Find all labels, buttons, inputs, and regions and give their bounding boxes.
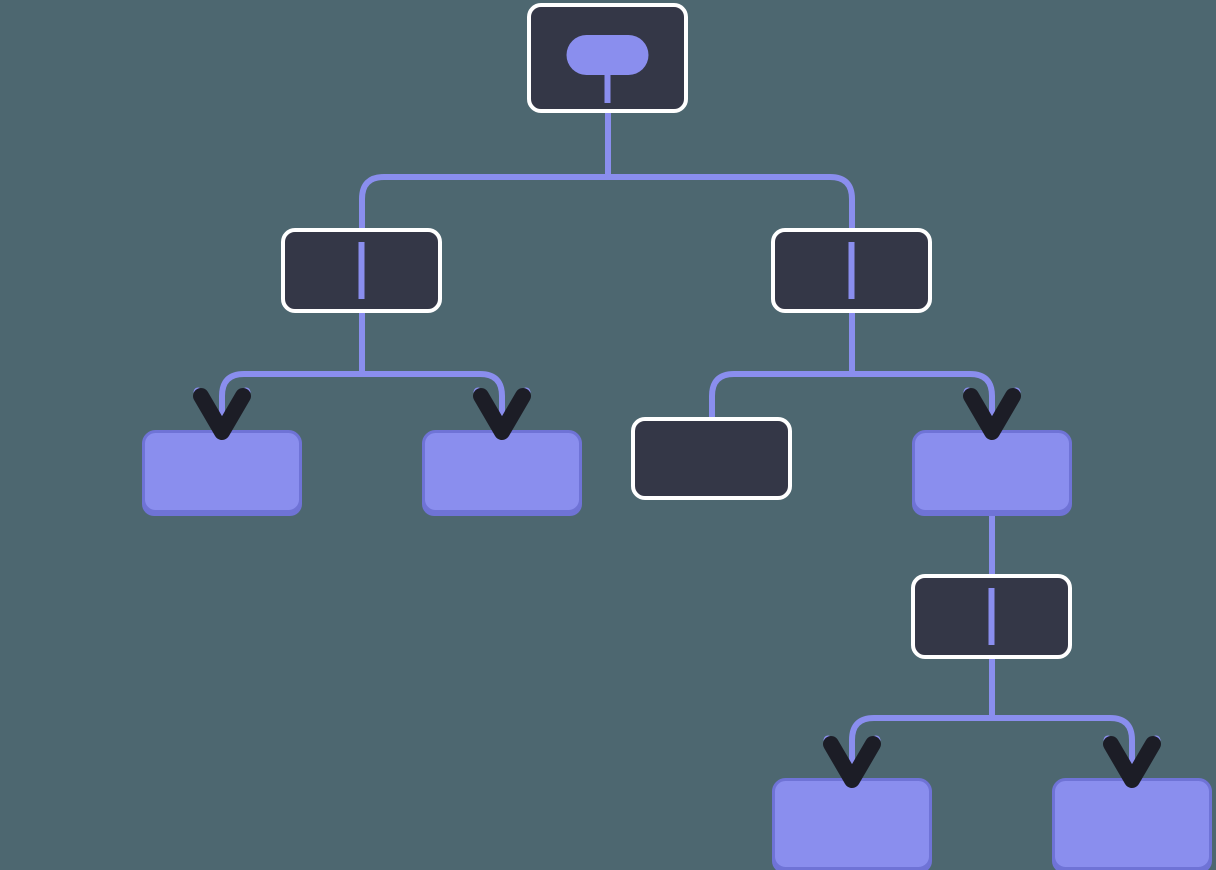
connector-edge[interactable] <box>605 113 855 228</box>
node-body[interactable] <box>1052 778 1212 870</box>
arrowhead-icon <box>1103 736 1161 788</box>
connector-edge[interactable] <box>219 313 365 430</box>
node-leaf-1[interactable] <box>142 430 302 517</box>
connector-edge[interactable] <box>849 659 995 778</box>
node-body[interactable] <box>912 430 1072 513</box>
node-body[interactable] <box>142 430 302 513</box>
edge-layer <box>219 113 1135 778</box>
pass-through-line <box>848 242 855 299</box>
pass-through-line-layer <box>358 242 995 645</box>
node-body[interactable] <box>422 430 582 513</box>
node-layer <box>142 3 1212 870</box>
connector-edge[interactable] <box>989 659 1135 778</box>
node-pill-glyph <box>566 35 649 75</box>
node-mid-purple[interactable] <box>912 430 1072 517</box>
pass-through-line <box>988 588 995 645</box>
node-body[interactable] <box>772 778 932 870</box>
node-leaf-2[interactable] <box>422 430 582 517</box>
arrowhead-icon <box>473 388 531 440</box>
connector-edge[interactable] <box>359 113 611 228</box>
connector-edge[interactable] <box>849 313 995 430</box>
node-stem-glyph <box>604 75 611 103</box>
arrowhead-icon <box>823 736 881 788</box>
connector-edge[interactable] <box>709 313 855 417</box>
node-body[interactable] <box>631 417 792 500</box>
arrowhead-icon <box>193 388 251 440</box>
node-root[interactable] <box>527 3 688 113</box>
pass-through-line <box>358 242 365 299</box>
arrowhead-layer <box>193 387 1161 788</box>
node-terminal-dark[interactable] <box>631 417 792 500</box>
arrowhead-icon <box>963 388 1021 440</box>
node-leaf-4[interactable] <box>1052 778 1212 870</box>
node-leaf-3[interactable] <box>772 778 932 870</box>
connector-edge[interactable] <box>359 313 505 430</box>
